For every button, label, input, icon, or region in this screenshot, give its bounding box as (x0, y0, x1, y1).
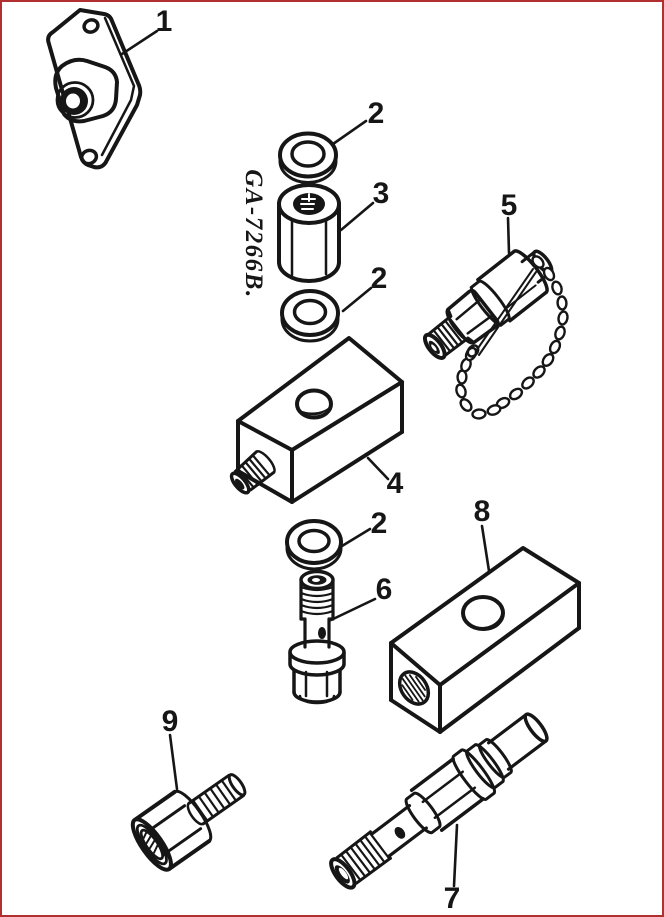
callout-8: 8 (473, 495, 491, 528)
part-test-fitting (422, 249, 569, 420)
part-washer-top (278, 131, 338, 184)
part-cover-plate (46, 8, 143, 170)
part-adapter-fitting (130, 773, 247, 872)
callout-2-top: 2 (367, 97, 385, 130)
leader-lines (120, 29, 511, 888)
callout-6: 6 (375, 573, 393, 606)
part-washer-bottom (285, 519, 343, 571)
part-hollow-screw (288, 569, 346, 705)
figure-code: GA-7266B. (240, 169, 267, 299)
callout-4: 4 (386, 467, 404, 500)
cap-chain (455, 255, 569, 420)
callout-7: 7 (443, 882, 461, 915)
part-long-block (389, 546, 581, 734)
callout-9: 9 (161, 705, 179, 738)
part-coupling-nut (277, 183, 341, 283)
callout-1: 1 (155, 5, 173, 38)
callout-3: 3 (372, 177, 390, 210)
part-small-block (229, 336, 404, 504)
part-washer-middle (280, 289, 340, 343)
callout-2-bottom: 2 (370, 507, 388, 540)
callout-2-middle: 2 (370, 262, 388, 295)
part-valve-assembly (329, 712, 549, 890)
callout-5: 5 (500, 189, 518, 222)
